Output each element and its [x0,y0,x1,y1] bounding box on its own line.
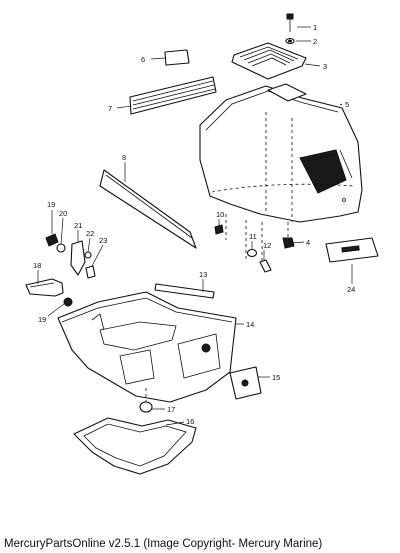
part-12-screw [259,259,272,273]
callout-6: 6 [141,55,145,64]
part-10-grommet [214,224,224,235]
copyright-footer: MercuryPartsOnline v2.5.1 (Image Copyrig… [4,538,323,550]
part-18-latch-lever [25,278,64,297]
part-13-rod [154,283,215,299]
callout-1: 1 [313,23,317,32]
callout-20: 20 [59,209,67,218]
callout-3: 3 [323,62,327,71]
part-19-screw-upper [45,233,59,247]
part-21-latch-hook [70,240,86,276]
part-2-washer [285,37,295,45]
part-1-screw [286,13,294,32]
callout-15: 15 [272,373,280,382]
part-20-washer [56,243,66,253]
callout-24: 24 [347,285,355,294]
callout-12: 12 [263,241,271,250]
callout-23: 23 [99,236,107,245]
callout-18: 18 [33,261,41,270]
part-16-bottom-seal [73,417,197,475]
part-4-nut [282,237,295,249]
part-15-plate [229,366,262,400]
callout-19-lower: 19 [38,315,46,324]
part-11-bushing [246,248,258,258]
part-3-top-vent-cover [231,42,307,80]
callout-22: 22 [86,229,94,238]
callout-16: 16 [186,417,194,426]
part-24-badge [325,237,379,263]
part-19-screw-lower [63,297,73,307]
callout-10: 10 [216,210,224,219]
callout-4: 4 [306,238,310,247]
leader-lines [37,26,353,426]
part-14-bottom-cowl [57,291,237,403]
callout-19-upper: 19 [47,200,55,209]
callout-2: 2 [313,37,317,46]
part-8-cowl-seal-strip [99,169,197,249]
callout-17: 17 [167,405,175,414]
callout-11: 11 [249,232,257,241]
part-17-grommet [139,401,153,413]
callout-7: 7 [108,104,112,113]
part-23-fastener [85,265,96,279]
callout-13: 13 [199,270,207,279]
callout-labels: 1 2 3 4 5 6 7 8 9 10 11 12 13 14 15 16 1… [33,23,355,426]
callout-5: 5 [345,100,349,109]
callout-14: 14 [246,320,254,329]
callout-8: 8 [122,153,126,162]
callout-21: 21 [74,221,82,230]
part-22-spring [84,251,92,259]
part-7-side-decal [129,76,217,115]
part-5-top-cowl [199,83,363,223]
part-6-decal [164,49,190,66]
